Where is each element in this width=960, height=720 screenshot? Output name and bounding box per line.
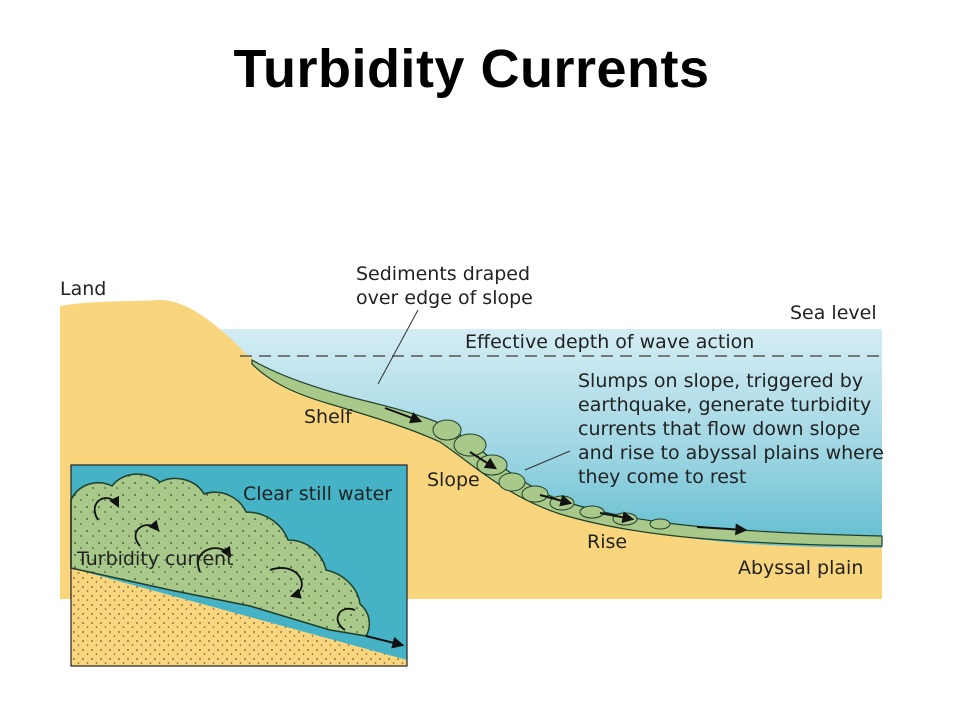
page-title: Turbidity Currents [233,39,710,99]
sediments-leader-line [377,309,419,385]
slumps-label-line4: and rise to abyssal plains where [578,442,884,464]
inset-turbidity-current: Clear still water Turbidity current [70,464,408,667]
slumps-label-line5: they come to rest [578,466,746,488]
slumps-label-line1: Slumps on slope, triggered by [578,370,863,392]
shelf-label: Shelf [304,406,353,428]
inset-swirls [93,495,356,631]
wave-action-label: Effective depth of wave action [465,331,754,353]
turbidity-current-label: Turbidity current [76,548,234,570]
sea-level-label: Sea level [790,302,877,324]
flow-arrows [384,407,748,536]
slumps-label-line2: earthquake, generate turbidity [578,394,871,416]
sediments-label-line2: over edge of slope [356,287,533,309]
inset-border [70,464,408,667]
slumps-leader-line [524,450,571,471]
clear-still-water-label: Clear still water [243,483,392,505]
slope-label: Slope [427,469,480,491]
sediments-label-line1: Sediments draped [356,263,530,285]
inset-sand-floor [71,568,407,666]
land-label: Land [60,278,106,300]
abyssal-plain-label: Abyssal plain [738,557,863,579]
inset-flow-arrow [365,635,405,649]
slumps-label-line3: currents that flow down slope [578,418,860,440]
rise-label: Rise [587,531,627,553]
